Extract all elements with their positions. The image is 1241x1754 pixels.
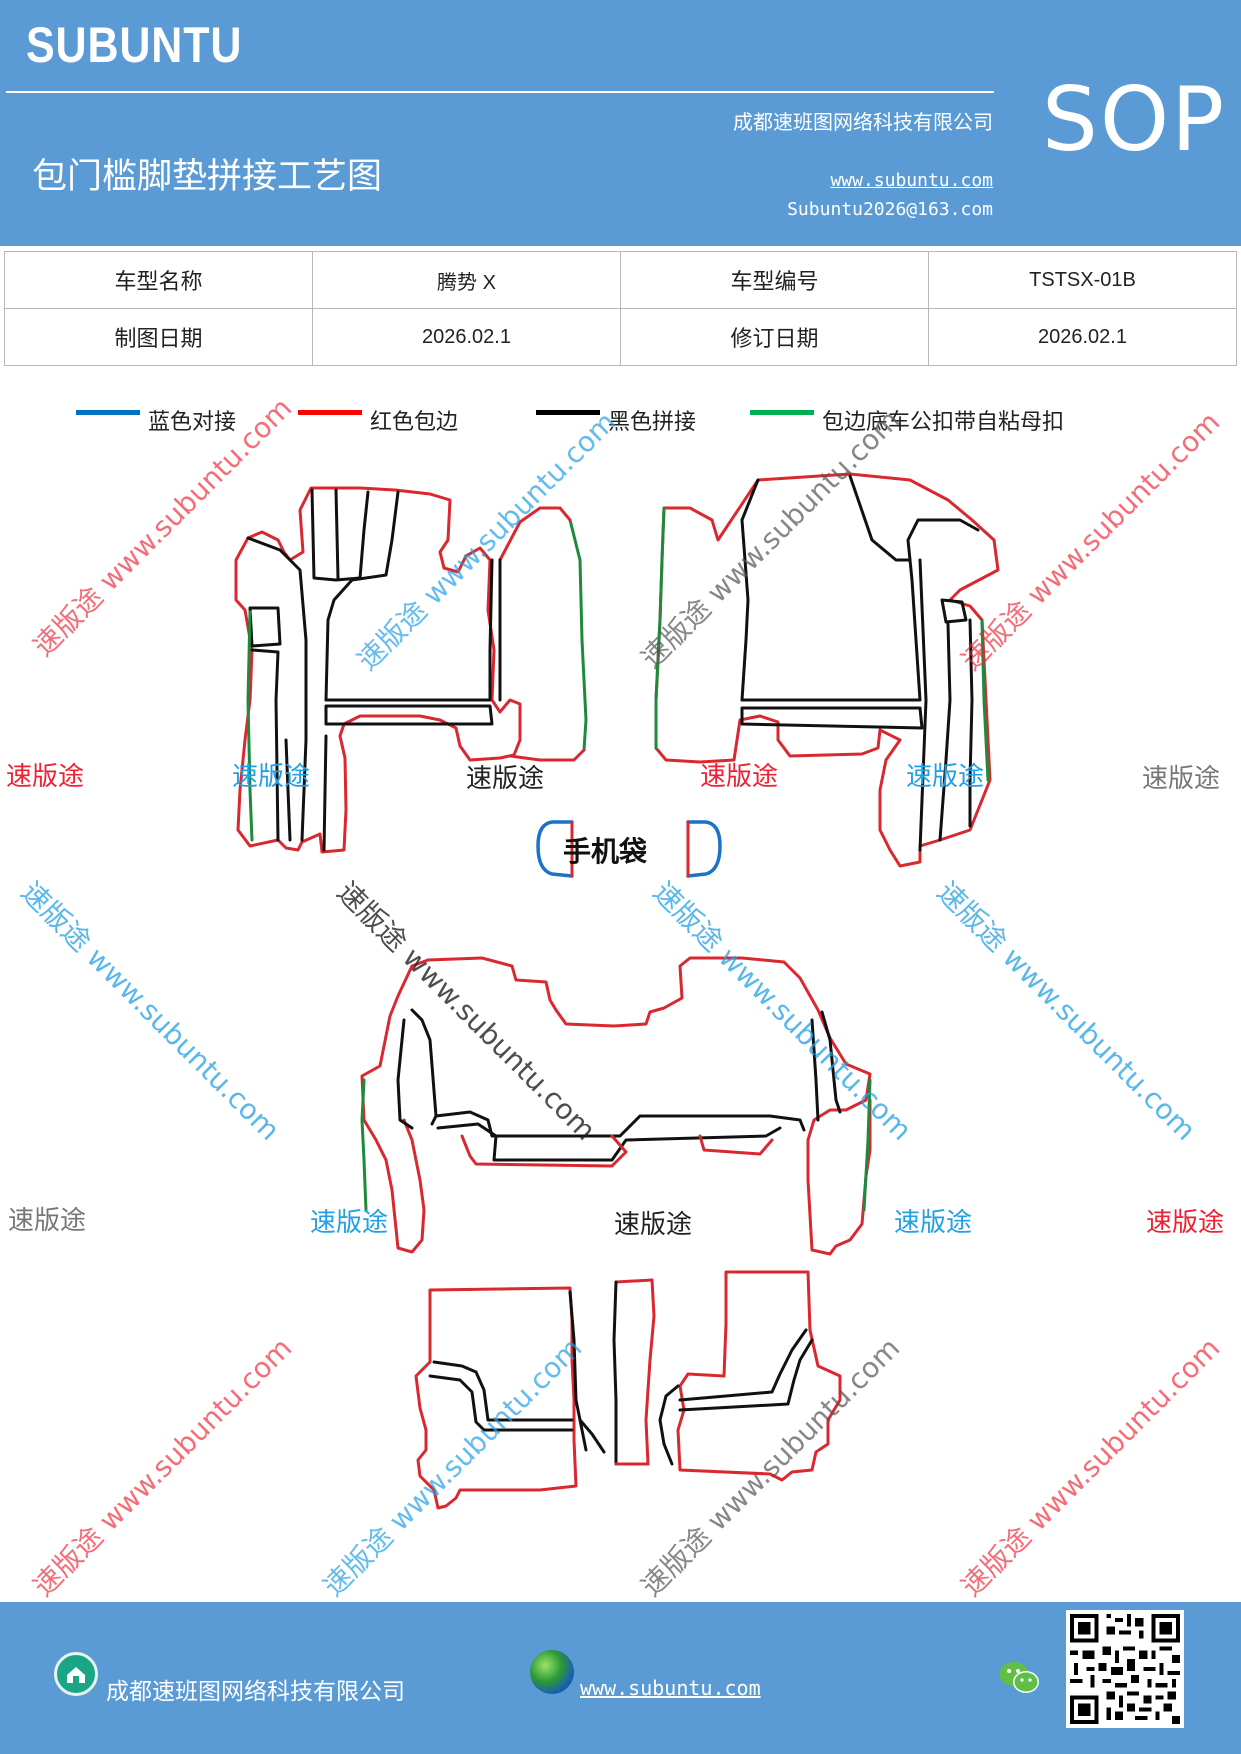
third-row-right-mat-seam: [658, 1384, 680, 1466]
model-code-label: 车型编号: [620, 251, 929, 309]
second-row-mat-seam: [436, 1122, 782, 1162]
table-row: 制图日期 2026.02.1 修订日期 2026.02.1: [4, 308, 1237, 366]
front-left-mat-seam: [250, 648, 280, 842]
front-right-mat-seam: [740, 706, 924, 730]
footer-banner: 成都速班图网络科技有限公司 www.subuntu.com: [0, 1602, 1241, 1754]
second-row-mat-velcro: [862, 1078, 872, 1212]
front-left-mat-seam: [284, 738, 292, 842]
third-row-left-mat: [414, 1286, 606, 1510]
third-row-right-mat-edge: [676, 1270, 842, 1482]
model-code-value: TSTSX-01B: [928, 251, 1237, 309]
phone-pocket: [536, 820, 722, 878]
second-row-mat-velcro: [360, 1078, 368, 1212]
model-name-value: 腾势 X: [312, 251, 621, 309]
front-left-mat-seam: [246, 536, 308, 842]
home-icon: [54, 1652, 98, 1696]
front-left-side-panel: [498, 506, 572, 562]
front-right-mat-seam: [848, 474, 912, 562]
table-row: 车型名称 腾势 X 车型编号 TSTSX-01B: [4, 251, 1237, 309]
model-name-label: 车型名称: [4, 251, 313, 309]
revise-date-value: 2026.02.1: [928, 308, 1237, 366]
front-right-mat-velcro: [980, 618, 990, 782]
front-right-mat-seam: [968, 618, 974, 828]
brand-logo: SUBUNTU: [26, 17, 243, 73]
third-row-left-mat-edge: [414, 1286, 578, 1510]
front-left-mat-seam: [334, 488, 340, 580]
qr-code[interactable]: [1066, 1610, 1184, 1728]
front-right-mat-velcro: [654, 506, 666, 750]
front-right-mat-edge: [654, 472, 1000, 868]
front-right-mat-seam: [940, 598, 968, 624]
second-row-mat-edge: [426, 956, 872, 1256]
globe-icon: [530, 1650, 574, 1694]
third-row-left-mat-seam: [568, 1290, 588, 1452]
front-right-mat-seam: [938, 622, 952, 842]
phone-pocket-left-outline: [536, 820, 574, 878]
floor-mat-diagram: 手机袋: [234, 472, 1000, 1510]
wechat-icon[interactable]: [996, 1654, 1044, 1702]
third-row-right-mat-seam: [678, 1328, 808, 1402]
footer-company-name: 成都速班图网络科技有限公司: [106, 1679, 405, 1705]
revise-date-label: 修订日期: [620, 308, 929, 366]
legend-label: 蓝色对接: [148, 410, 237, 435]
third-row-center-strip: [612, 1278, 656, 1466]
draw-date-label: 制图日期: [4, 308, 313, 366]
qr-code-graphic: [1066, 1610, 1184, 1728]
front-left-mat: [234, 486, 588, 854]
third-row-center-strip-edge: [614, 1278, 656, 1466]
third-row-left-mat-seam: [578, 1418, 606, 1454]
footer-website-link[interactable]: www.subuntu.com: [580, 1676, 761, 1700]
second-row-mat-edge: [698, 1134, 774, 1156]
second-row-mat-edge: [460, 1134, 628, 1168]
phone-pocket-right-outline: [686, 820, 722, 878]
front-right-mat: [654, 472, 1000, 868]
third-row-right-mat: [658, 1270, 842, 1482]
header-company-name: 成都速班图网络科技有限公司: [733, 110, 993, 134]
vehicle-info-table: 车型名称 腾势 X 车型编号 TSTSX-01B 制图日期 2026.02.1 …: [4, 251, 1237, 366]
front-left-mat-seam: [310, 488, 370, 582]
third-row-left-mat-seam: [432, 1360, 574, 1422]
phone-pocket-label: 手机袋: [563, 835, 648, 868]
legend-swatch: [76, 410, 140, 415]
legend-label: 包边底车公扣带自粘母扣: [822, 410, 1065, 435]
second-row-mat-seam: [810, 1018, 820, 1122]
second-row-mat-edge: [360, 958, 430, 1254]
second-row-mat-seam: [410, 1008, 438, 1126]
second-row-mat-seam: [820, 1010, 842, 1114]
second-row-mat-seam: [434, 1110, 806, 1138]
legend-label: 红色包边: [370, 410, 459, 435]
third-row-left-mat-seam: [428, 1374, 574, 1432]
legend-swatch: [750, 410, 814, 415]
header-divider: [6, 91, 994, 93]
front-left-mat-velcro: [246, 610, 254, 842]
front-left-mat-seam: [324, 490, 494, 702]
front-left-mat-seam: [322, 734, 328, 852]
front-left-mat-seam: [324, 704, 494, 726]
stroke-legend: 蓝色对接 红色包边 黑色拼接 包边底车公扣带自粘母扣: [0, 402, 1241, 438]
second-row-mat: [360, 956, 872, 1256]
header-banner: SUBUNTU 包门槛脚垫拼接工艺图 成都速班图网络科技有限公司 www.sub…: [0, 0, 1241, 246]
front-left-side-panel: [508, 748, 586, 762]
second-row-mat-seam: [396, 1018, 414, 1130]
header-email[interactable]: Subuntu2026@163.com: [787, 199, 993, 220]
front-right-mat-seam: [740, 478, 980, 702]
legend-swatch: [298, 410, 362, 415]
legend-swatch: [536, 410, 600, 415]
document-title: 包门槛脚垫拼接工艺图: [32, 157, 383, 197]
front-left-mat-velcro: [568, 518, 588, 752]
draw-date-value: 2026.02.1: [312, 308, 621, 366]
front-right-mat-seam: [918, 558, 928, 852]
header-website-link[interactable]: www.subuntu.com: [830, 170, 993, 191]
legend-label: 黑色拼接: [608, 410, 697, 435]
third-row-center-strip-seam: [612, 1280, 618, 1466]
sop-badge: SOP: [1042, 68, 1227, 171]
third-row-right-mat-seam: [678, 1338, 814, 1412]
front-left-mat-seam: [248, 606, 282, 648]
